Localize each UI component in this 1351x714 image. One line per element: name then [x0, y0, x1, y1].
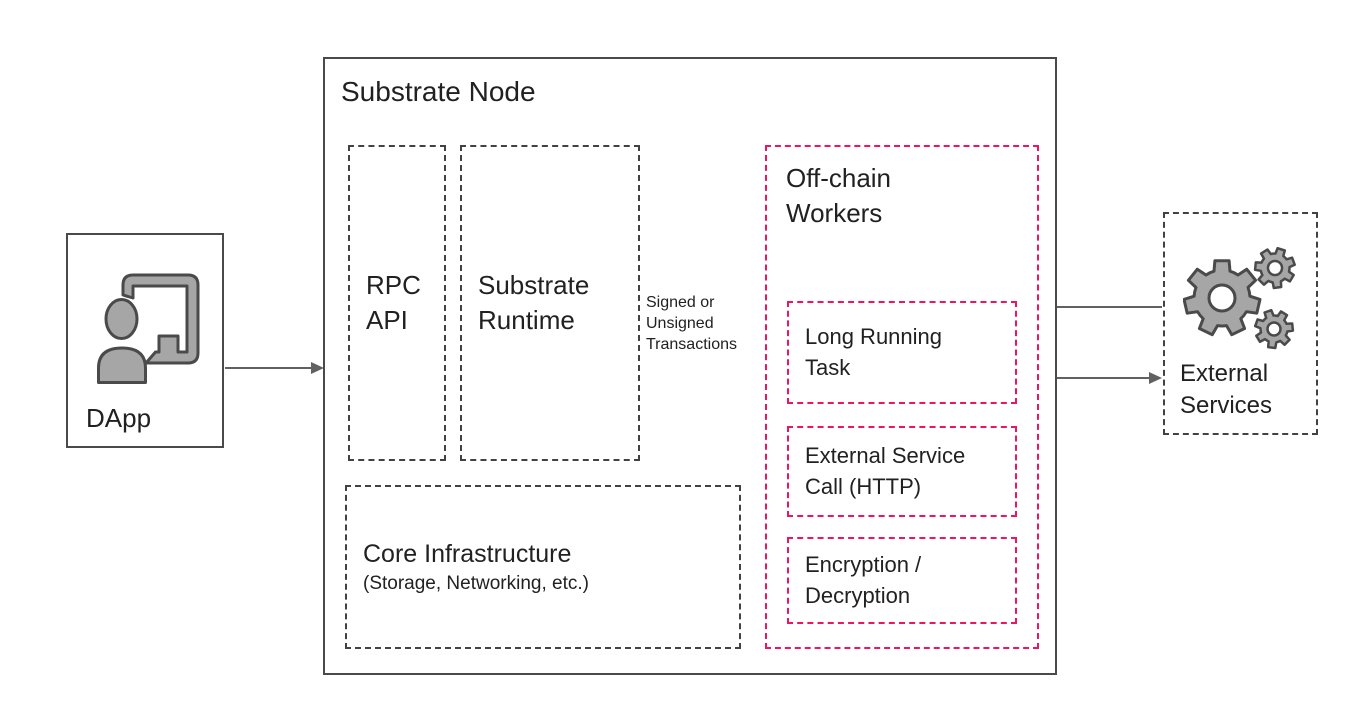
- offchain-workers-title: Off-chain Workers: [786, 163, 892, 229]
- person-presentation-icon: [97, 273, 200, 384]
- node-long-running-task: Long Running Task: [787, 301, 1017, 404]
- arrow-external-services-to-offchain-workers: [1040, 301, 1162, 313]
- node-core-infrastructure: Core Infrastructure (Storage, Networking…: [345, 485, 741, 649]
- rpc-api-label: RPC API: [366, 269, 421, 335]
- node-substrate-node: Substrate Node RPC API Substrate Runtime…: [323, 57, 1057, 675]
- node-encryption-decryption: Encryption / Decryption: [787, 537, 1017, 624]
- substrate-node-title: Substrate Node: [341, 76, 536, 107]
- external-service-call-label: External Service Call (HTTP): [805, 443, 966, 499]
- node-external-services: External Services: [1163, 212, 1318, 435]
- external-services-label: External Services: [1180, 360, 1273, 419]
- node-substrate-runtime: Substrate Runtime: [460, 145, 640, 461]
- gears-icon: [1183, 246, 1296, 350]
- substrate-runtime-label: Substrate Runtime: [478, 269, 590, 335]
- node-offchain-workers: Off-chain Workers Long Running Task Exte…: [765, 145, 1039, 649]
- core-infrastructure-subtitle: (Storage, Networking, etc.): [363, 572, 589, 594]
- transactions-label: Signed or Unsigned Transactions: [646, 294, 737, 353]
- node-dapp: DApp: [66, 233, 224, 448]
- dapp-label: DApp: [86, 403, 152, 434]
- node-rpc-api: RPC API: [348, 145, 446, 461]
- core-infrastructure-title: Core Infrastructure: [363, 539, 572, 568]
- node-external-service-call: External Service Call (HTTP): [787, 426, 1017, 517]
- long-running-task-label: Long Running Task: [805, 324, 943, 380]
- arrow-dapp-to-substrate-node: [225, 362, 324, 374]
- encryption-decryption-label: Encryption / Decryption: [805, 552, 922, 608]
